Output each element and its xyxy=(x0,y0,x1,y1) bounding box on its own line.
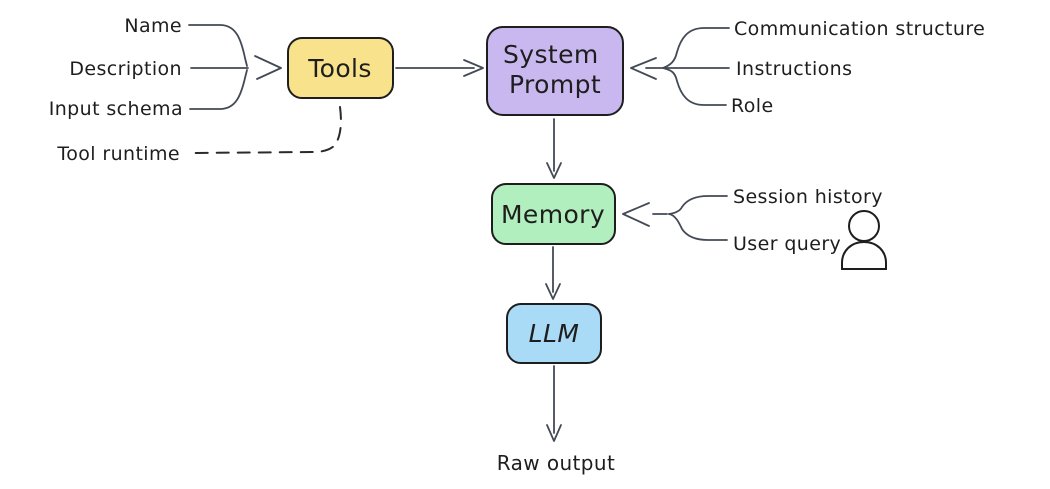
tool-runtime-label: Tool runtime xyxy=(56,143,180,165)
arrowhead-down-into-llm-icon xyxy=(545,283,561,300)
arrowhead-down-into-memory-icon xyxy=(546,162,562,179)
connector-name-to-tools xyxy=(188,24,248,67)
tools-input-label-description: Description xyxy=(69,58,182,80)
connector-tool-runtime-dashed xyxy=(187,106,342,154)
arrowhead-left-into-memory-icon xyxy=(622,202,650,227)
connector-user-query xyxy=(668,213,728,241)
memory-input-label-user-query: User query xyxy=(733,233,841,255)
connector-input-schema-to-tools xyxy=(189,69,248,110)
connector-communication-structure xyxy=(662,27,730,69)
arrowhead-right-into-system-prompt-icon xyxy=(463,59,484,77)
llm-label: LLM xyxy=(529,319,580,348)
system-prompt-input-label-role: Role xyxy=(731,95,774,117)
arrowhead-left-into-system-prompt-icon xyxy=(630,57,657,80)
system-prompt-label: System Prompt xyxy=(503,40,607,99)
memory-node xyxy=(491,183,616,245)
person-icon xyxy=(841,210,887,270)
tools-input-label-input-schema: Input schema xyxy=(49,98,183,120)
raw-output-label: Raw output xyxy=(497,451,615,475)
tools-node xyxy=(287,37,394,99)
connector-role xyxy=(662,67,727,106)
llm-node xyxy=(506,303,602,364)
tools-input-label-name: Name xyxy=(124,15,182,37)
connector-session-history xyxy=(668,195,728,215)
tools-label: Tools xyxy=(307,54,372,83)
system-prompt-input-label-communication-structure: Communication structure xyxy=(734,18,985,40)
arrowhead-down-into-raw-output-icon xyxy=(546,424,562,442)
memory-label: Memory xyxy=(501,200,605,229)
system-prompt-input-label-instructions: Instructions xyxy=(736,58,852,80)
system-prompt-node xyxy=(486,26,624,116)
memory-input-label-session-history: Session history xyxy=(733,186,883,208)
arrowhead-right-into-tools-icon xyxy=(254,55,282,80)
